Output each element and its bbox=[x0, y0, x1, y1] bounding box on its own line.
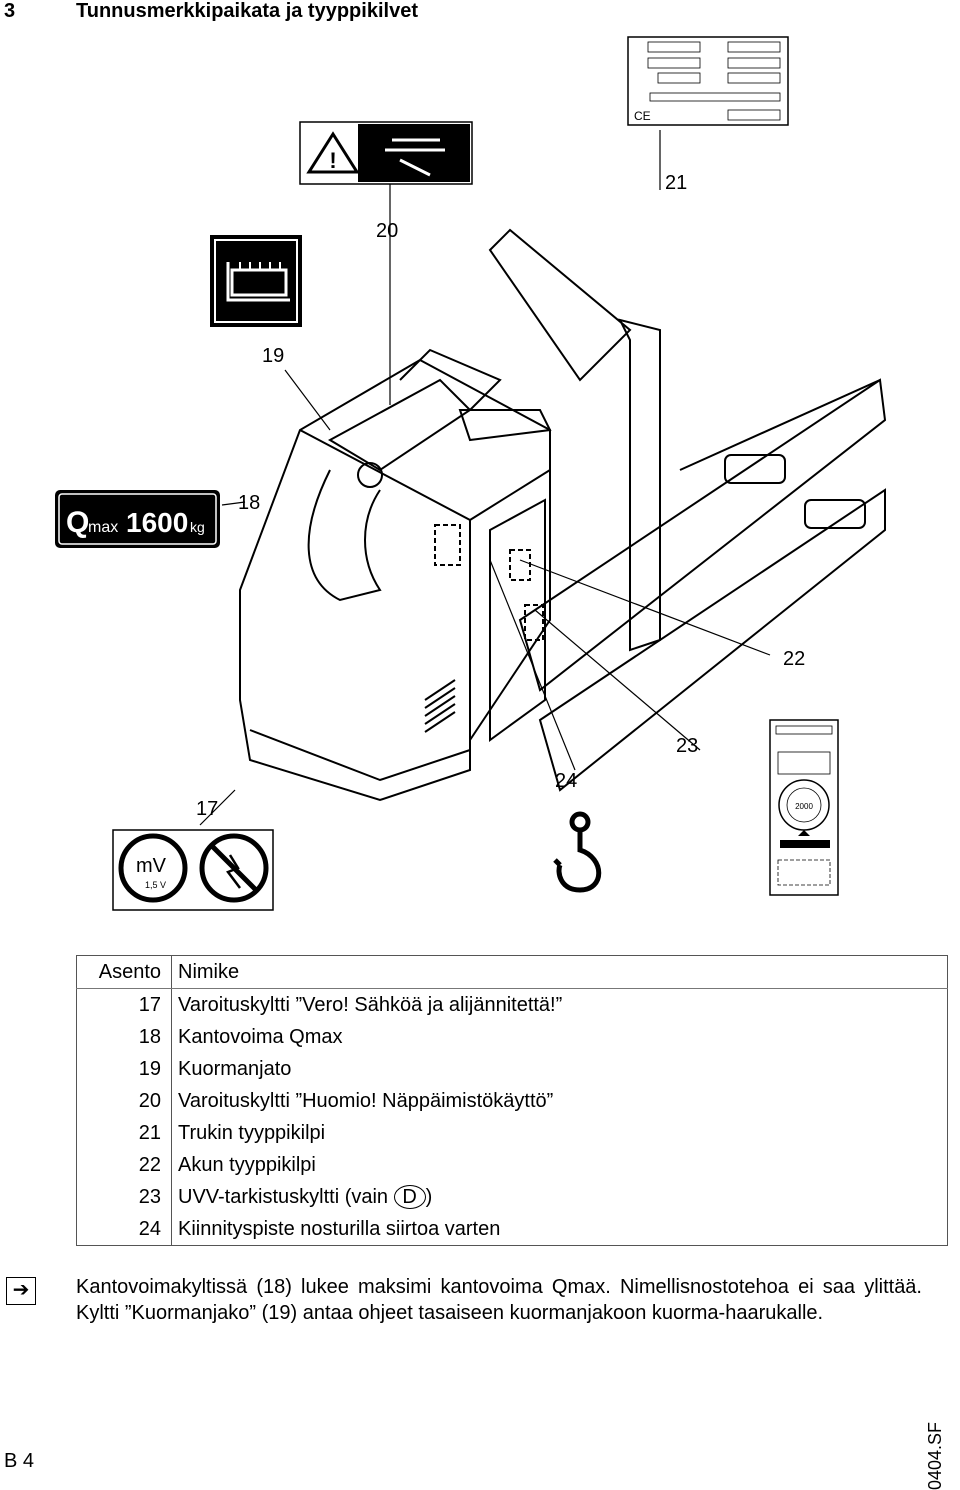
callout-18: 18 bbox=[238, 492, 261, 514]
table-row: 20 Varoituskyltti ”Huomio! Näppäimistökä… bbox=[76, 1085, 948, 1117]
row-name: Varoituskyltti ”Vero! Sähköä ja alijänni… bbox=[171, 988, 948, 1021]
table-row: 22 Akun tyyppikilpi bbox=[76, 1149, 948, 1181]
table-row: 21 Trukin tyyppikilpi bbox=[76, 1117, 948, 1149]
qmax-capacity-sign-18: Q max 1600 kg bbox=[55, 490, 220, 548]
table-row: 23 UVV-tarkistuskyltti (vain D) bbox=[76, 1181, 948, 1213]
qmax-value-text: 1600 bbox=[126, 507, 188, 538]
row-name: Trukin tyyppikilpi bbox=[171, 1117, 948, 1149]
callout-17: 17 bbox=[196, 798, 219, 820]
row-name: Akun tyyppikilpi bbox=[171, 1149, 948, 1181]
qmax-unit-text: kg bbox=[190, 519, 205, 535]
row-name: UVV-tarkistuskyltti (vain D) bbox=[171, 1181, 948, 1213]
legend-table: Asento Nimike 17 Varoituskyltti ”Vero! S… bbox=[76, 955, 948, 1246]
row-position: 19 bbox=[76, 1053, 172, 1085]
table-row: 24 Kiinnityspiste nosturilla siirtoa var… bbox=[76, 1213, 948, 1246]
callout-19: 19 bbox=[262, 345, 285, 367]
ce-mark-text: CE bbox=[634, 109, 651, 123]
callout-20: 20 bbox=[376, 220, 399, 242]
hook-icon bbox=[553, 811, 602, 893]
row-name: Varoituskyltti ”Huomio! Näppäimistökäytt… bbox=[171, 1085, 948, 1117]
row-position: 23 bbox=[76, 1181, 172, 1213]
qmax-sub-text: max bbox=[88, 519, 118, 536]
voltage-warning-sign-17: mV 1,5 V bbox=[112, 829, 274, 911]
note-text: Kantovoimakyltissä (18) lukee maksimi ka… bbox=[76, 1276, 922, 1324]
header-name: Nimike bbox=[171, 955, 948, 989]
row-position: 21 bbox=[76, 1117, 172, 1149]
row-position: 22 bbox=[76, 1149, 172, 1181]
row-position: 17 bbox=[76, 988, 172, 1021]
section-title: Tunnusmerkkipaikata ja tyyppikilvet bbox=[76, 0, 418, 22]
row-position: 20 bbox=[76, 1085, 172, 1117]
warning-sign-20: ! bbox=[299, 121, 473, 185]
table-row: 17 Varoituskyltti ”Vero! Sähköä ja alijä… bbox=[76, 988, 948, 1021]
callout-22: 22 bbox=[783, 648, 806, 670]
arrow-right-icon: ➔ bbox=[6, 1277, 36, 1305]
section-number: 3 bbox=[4, 0, 16, 22]
row-name-prefix: UVV-tarkistuskyltti (vain bbox=[178, 1186, 394, 1208]
uvv-inspection-sign-23: 2000 bbox=[769, 719, 839, 896]
voltage-mv-text: mV bbox=[136, 855, 167, 877]
svg-text:!: ! bbox=[329, 148, 336, 173]
row-name: Kantovoima Qmax bbox=[171, 1021, 948, 1053]
type-plate-21: CE bbox=[627, 36, 789, 126]
callout-24: 24 bbox=[555, 770, 578, 792]
qmax-q-text: Q bbox=[66, 506, 89, 539]
callout-23: 23 bbox=[676, 735, 699, 757]
row-position: 18 bbox=[76, 1021, 172, 1053]
table-row: 19 Kuormanjato bbox=[76, 1053, 948, 1085]
table-row: 18 Kantovoima Qmax bbox=[76, 1021, 948, 1053]
row-position: 24 bbox=[76, 1213, 172, 1246]
pallet-truck-drawing: ! Q max 1600 kg CE bbox=[55, 36, 887, 911]
callout-21: 21 bbox=[665, 172, 688, 194]
page-number: B 4 bbox=[4, 1450, 35, 1472]
load-distribution-sign-19 bbox=[210, 235, 302, 327]
table-header-row: Asento Nimike bbox=[76, 955, 948, 989]
row-name: Kiinnityspiste nosturilla siirtoa varten bbox=[171, 1213, 948, 1246]
row-name-suffix: ) bbox=[425, 1186, 433, 1208]
country-badge-d: D bbox=[393, 1185, 426, 1209]
row-name: Kuormanjato bbox=[171, 1053, 948, 1085]
header-position: Asento bbox=[76, 955, 172, 989]
inspection-year-text: 2000 bbox=[795, 802, 813, 811]
document-reference: 0404.SF bbox=[925, 1421, 945, 1490]
voltage-limit-text: 1,5 V bbox=[145, 880, 166, 890]
